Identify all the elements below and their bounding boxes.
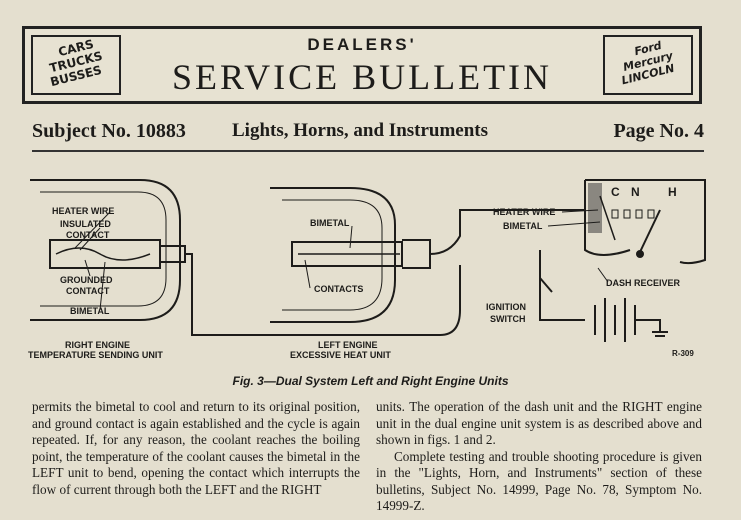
label-heater-wire-left: HEATER WIRE: [52, 206, 114, 216]
ford-mercury-lincoln-logo: Ford Mercury LINCOLN: [603, 35, 693, 95]
label-switch: SWITCH: [490, 314, 526, 324]
text-column-left: permits the bimetal to cool and return t…: [32, 399, 360, 498]
dash-receiver-case: [585, 179, 706, 265]
label-right-engine: RIGHT ENGINE: [65, 340, 130, 350]
gauge-c: C: [611, 185, 620, 199]
subject-topic: Lights, Horns, and Instruments: [232, 120, 489, 141]
figure-caption: Fig. 3—Dual System Left and Right Engine…: [232, 374, 509, 388]
ignition-wire: [539, 250, 585, 321]
figure-code: R-309: [672, 349, 694, 358]
label-heater-wire-right: HEATER WIRE: [493, 207, 555, 217]
wiring-diagram: HEATER WIRE INSULATED CONTACT GROUNDED C…: [28, 179, 706, 360]
right-unit-pipe: [30, 179, 181, 321]
left-unit-pipe: [270, 187, 396, 323]
subject-number: Subject No. 10883: [32, 120, 186, 142]
connecting-wire: [185, 253, 461, 336]
label-insulated: INSULATED: [60, 219, 111, 229]
label-left-engine: LEFT ENGINE: [318, 340, 378, 350]
bulletin-title: SERVICE BULLETIN: [171, 57, 553, 97]
page-number: Page No. 4: [613, 120, 704, 142]
gauge-h: H: [668, 185, 677, 199]
subject-header: Subject No. 10883 Lights, Horns, and Ins…: [32, 120, 704, 152]
ignition-switch: [539, 277, 553, 293]
gauge-n: N: [631, 185, 640, 199]
label-grounded: GROUNDED: [60, 275, 113, 285]
label-excessive-heat-unit: EXCESSIVE HEAT UNIT: [290, 350, 391, 360]
label-ignition: IGNITION: [486, 302, 526, 312]
label-bimetal-left: BIMETAL: [70, 306, 110, 316]
left-unit-body: [291, 241, 403, 267]
masthead: CARS TRUCKS BUSSES DEALERS' SERVICE BULL…: [22, 26, 702, 104]
label-contacts-mid: CONTACTS: [314, 284, 363, 294]
label-contact: CONTACT: [66, 286, 110, 296]
dealers-heading: DEALERS': [307, 35, 417, 54]
label-temp-sending-unit: TEMPERATURE SENDING UNIT: [28, 350, 163, 360]
label-dash-receiver: DASH RECEIVER: [606, 278, 681, 288]
right-unit-body: [49, 239, 161, 269]
label-bimetal-mid: BIMETAL: [310, 218, 350, 228]
cars-trucks-busses-badge: CARS TRUCKS BUSSES: [31, 35, 121, 95]
text-column-right: units. The operation of the dash unit an…: [376, 399, 702, 515]
paragraph: Complete testing and trouble shooting pr…: [376, 448, 702, 514]
label-bimetal-right: BIMETAL: [503, 221, 543, 231]
label-contact: CONTACT: [66, 230, 110, 240]
paragraph: units. The operation of the dash unit an…: [376, 399, 702, 447]
paragraph: permits the bimetal to cool and return t…: [32, 399, 360, 497]
